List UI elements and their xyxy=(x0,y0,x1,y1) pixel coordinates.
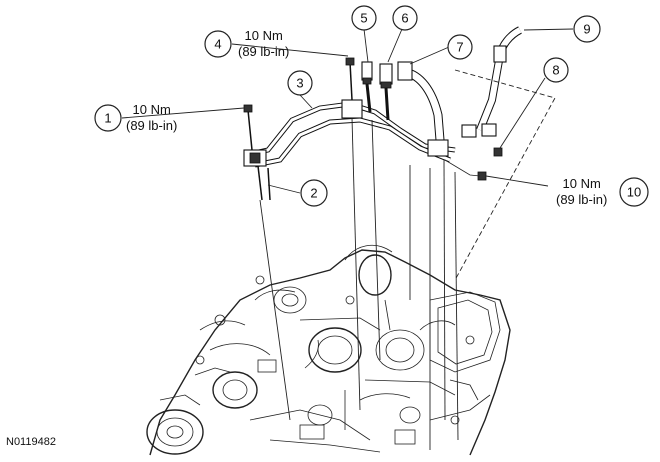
callout-9: 9 xyxy=(573,15,601,43)
torque-10-lbin: (89 lb-in) xyxy=(556,192,608,207)
callout-7: 7 xyxy=(447,34,473,60)
torque-4-nm: 10 Nm xyxy=(244,28,283,43)
engine-assembly xyxy=(146,244,511,456)
torque-1-nm: 10 Nm xyxy=(132,102,171,117)
locator-lines xyxy=(259,69,556,450)
torque-10-nm: 10 Nm xyxy=(562,176,601,191)
callout-leaders xyxy=(121,28,574,194)
torque-spec-10: 10 Nm (89 lb-in) xyxy=(556,176,607,208)
callout-6: 6 xyxy=(392,5,418,31)
svg-text:2: 2 xyxy=(310,186,317,201)
torque-4-lbin: (89 lb-in) xyxy=(238,44,290,59)
figure-id: N0119482 xyxy=(6,436,56,448)
callout-3: 3 xyxy=(287,70,313,96)
torque-spec-1: 10 Nm (89 lb-in) xyxy=(126,102,177,134)
callout-5: 5 xyxy=(351,5,377,31)
callout-8: 8 xyxy=(543,57,569,83)
svg-text:8: 8 xyxy=(552,63,559,78)
callout-1: 1 xyxy=(94,104,122,132)
svg-text:4: 4 xyxy=(214,37,221,52)
torque-spec-4: 10 Nm (89 lb-in) xyxy=(238,28,289,60)
svg-text:1: 1 xyxy=(104,111,111,126)
svg-text:9: 9 xyxy=(583,22,590,37)
callout-10: 10 xyxy=(619,177,649,207)
svg-text:3: 3 xyxy=(296,76,303,91)
svg-text:6: 6 xyxy=(401,11,408,26)
torque-1-lbin: (89 lb-in) xyxy=(126,118,178,133)
callout-4: 4 xyxy=(204,30,232,58)
svg-text:10: 10 xyxy=(627,185,641,200)
callout-2: 2 xyxy=(300,179,328,207)
svg-text:5: 5 xyxy=(360,11,367,26)
svg-text:7: 7 xyxy=(456,40,463,55)
tube-assembly xyxy=(243,26,522,201)
